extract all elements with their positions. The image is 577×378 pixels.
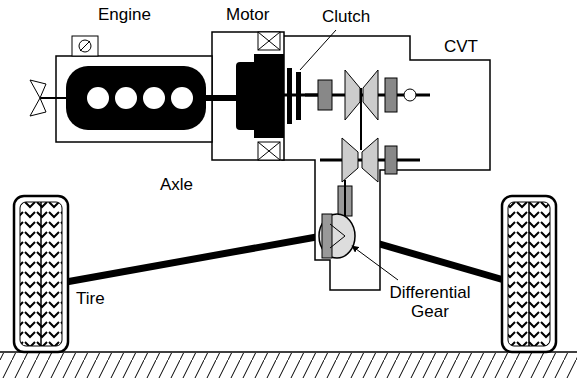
part-label: Axle xyxy=(160,176,193,195)
part-label: CVT xyxy=(444,38,478,57)
tire xyxy=(502,196,556,352)
part-label: Engine xyxy=(98,6,151,25)
cvt-housing xyxy=(282,36,490,290)
tire xyxy=(14,196,68,352)
part-label: Clutch xyxy=(322,8,370,27)
axle xyxy=(66,236,504,282)
part-label: Differential Gear xyxy=(380,284,480,321)
clutch xyxy=(284,68,318,124)
engine xyxy=(30,36,240,142)
part-label: Motor xyxy=(226,6,269,25)
leader-line xyxy=(300,30,398,280)
part-label: Tire xyxy=(76,290,105,309)
ground xyxy=(0,352,577,378)
